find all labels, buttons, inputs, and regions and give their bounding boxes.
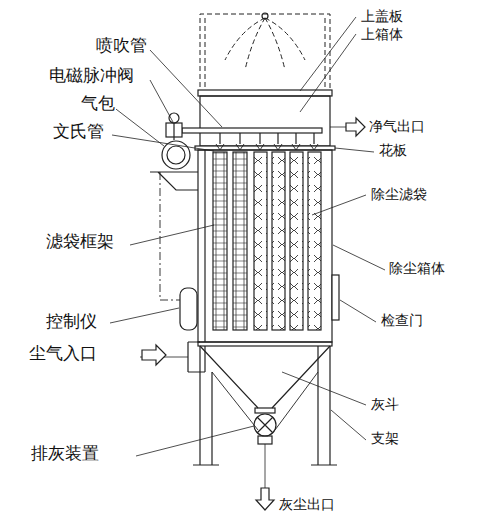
part-label: 灰斗 [370, 396, 400, 412]
part-label: 上箱体 [360, 26, 404, 42]
part-label: 气包 [80, 94, 116, 114]
part-label: 支架 [370, 430, 400, 446]
part-label: 尘气入口 [28, 344, 98, 364]
part-label: 控制仪 [45, 312, 98, 332]
part-label: 喷吹管 [95, 36, 148, 56]
part-label: 文氏管 [52, 122, 105, 142]
part-label: 滤袋框架 [45, 232, 115, 252]
part-label: 除尘箱体 [388, 260, 446, 276]
part-label: 花板 [378, 142, 408, 158]
part-label: 排灰装置 [30, 444, 100, 464]
part-label: 检查门 [380, 312, 424, 328]
part-label: 净气出口 [368, 118, 426, 134]
part-label: 电磁脉冲阀 [48, 66, 135, 86]
part-label: 上盖板 [360, 8, 404, 24]
part-label: 除尘滤袋 [370, 186, 428, 202]
part-label: 灰尘出口 [278, 496, 336, 512]
